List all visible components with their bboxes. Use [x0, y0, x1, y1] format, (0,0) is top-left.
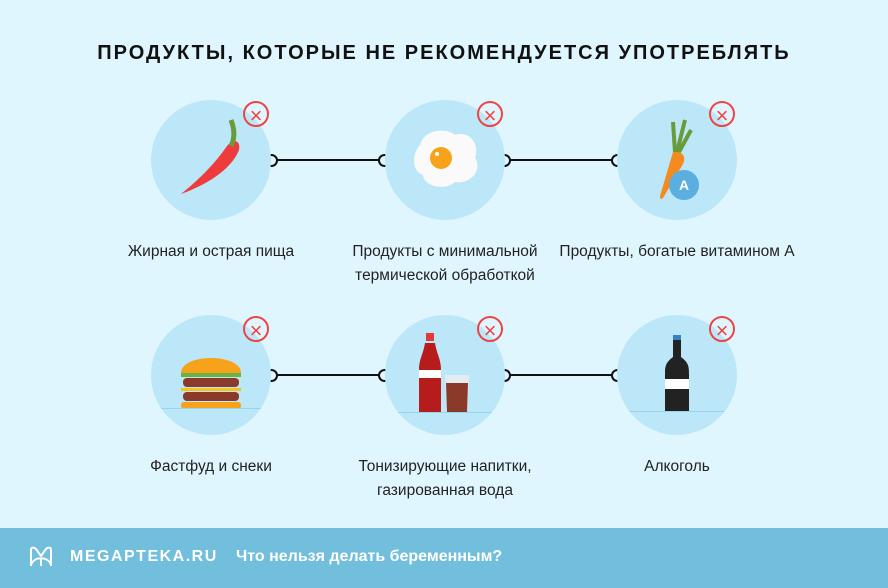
item-label: Тонизирующие напитки, газированная вода — [358, 458, 532, 499]
not-recommended-icon: × — [477, 101, 503, 128]
not-recommended-icon: × — [477, 316, 503, 343]
not-recommended-icon: × — [709, 101, 735, 128]
item-label: Алкоголь — [644, 458, 710, 475]
footer: MEGAPTEKA.RU Что нельзя делать беременны… — [0, 528, 888, 588]
carrot-vitamin-a-icon: A — [659, 119, 699, 200]
not-recommended-icon: × — [709, 316, 735, 343]
connector — [508, 159, 616, 161]
megapteka-logo-icon — [30, 546, 52, 567]
svg-text:A: A — [679, 177, 689, 193]
item-label: Жирная и острая пища — [127, 243, 295, 260]
not-recommended-icon: × — [243, 101, 269, 128]
connector — [274, 374, 384, 376]
item-label: Продукты, богатые витамином А — [559, 243, 795, 260]
fried-egg-icon — [414, 130, 478, 187]
connector — [274, 159, 384, 161]
not-recommended-icon: × — [243, 316, 269, 343]
cola-icon — [385, 333, 505, 413]
burger-icon — [151, 358, 271, 409]
bottle-icon — [617, 335, 737, 412]
page-title: ПРОДУКТЫ, КОТОРЫЕ НЕ РЕКОМЕНДУЕТСЯ УПОТР… — [97, 42, 791, 64]
chili-pepper-icon — [181, 119, 240, 194]
brand-name[interactable]: MEGAPTEKA.RU — [70, 548, 218, 565]
footer-caption: Что нельзя делать беременным? — [236, 548, 503, 565]
connector — [508, 374, 616, 376]
item-label: Фастфуд и снеки — [150, 458, 272, 475]
item-label: Продукты с минимальной термической обраб… — [352, 243, 538, 284]
